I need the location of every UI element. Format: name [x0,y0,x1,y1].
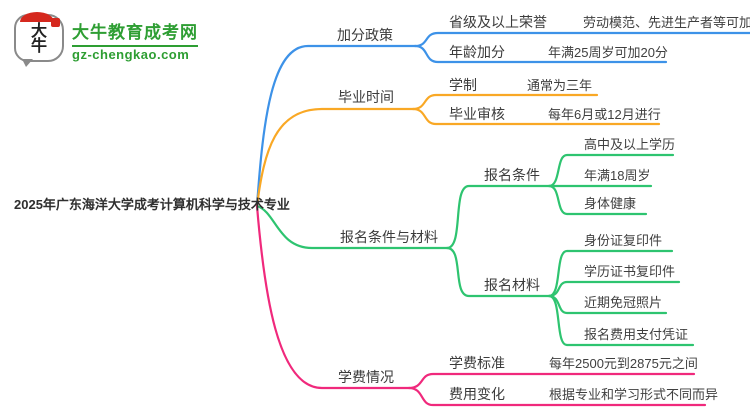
brand-site-url: gz-chengkao.com [72,45,198,62]
branch-tuition-label: 学费情况 [338,369,394,385]
logo-bubble-icon: 大 牛 [14,12,64,67]
logo-text-block: 大牛教育成考网 gz-chengkao.com [72,14,198,62]
root-topic: 2025年广东海洋大学成考计算机科学与技术专业 [14,197,290,212]
brand-name: 大牛教育成考网 [72,23,198,42]
leaf-review-value: 每年6月或12月进行 [548,107,661,122]
node-honor-label: 省级及以上荣誉 [449,14,547,30]
leaf-photo: 近期免冠照片 [584,295,663,310]
node-schooling-label: 学制 [449,77,477,93]
node-standard-label: 学费标准 [449,355,505,371]
leaf-change-value: 根据专业和学习形式不同而异 [549,387,719,402]
site-logo: 大 牛 大牛教育成考网 gz-chengkao.com [14,12,198,67]
logo-red-seal [51,18,60,27]
node-materials-label: 报名材料 [484,277,540,293]
branch-requirements-label: 报名条件与材料 [340,229,438,245]
leaf-education: 高中及以上学历 [584,137,676,152]
connector-bonus-main [255,44,417,208]
logo-bubble-tail [22,59,33,67]
node-agebonus-label: 年龄加分 [449,44,505,60]
leaf-standard-value: 每年2500元到2875元之间 [549,356,698,371]
connector-mat-diploma [547,280,681,298]
node-review-label: 毕业审核 [449,106,505,122]
leaf-age18: 年满18周岁 [584,168,651,183]
logo-char-top: 大 [30,20,47,40]
leaf-schooling-value: 通常为三年 [527,78,593,93]
logo-red-cap [20,12,54,22]
branch-graduation-label: 毕业时间 [338,89,394,105]
leaf-idcard: 身份证复印件 [584,233,663,248]
leaf-honor-value: 劳动模范、先进生产者等可加分 [583,15,750,30]
leaf-health: 身体健康 [584,196,637,211]
connector-req-conditions [445,184,551,250]
logo-char-bottom: 牛 [30,36,47,55]
leaf-receipt: 报名费用支付凭证 [584,327,689,342]
branch-bonus-label: 加分政策 [337,27,393,43]
node-conditions-label: 报名条件 [484,167,540,183]
leaf-agebonus-value: 年满25周岁可加20分 [548,45,668,60]
node-change-label: 费用变化 [449,386,505,402]
connector-grad-main [255,107,415,208]
leaf-diploma: 学历证书复印件 [584,264,676,279]
